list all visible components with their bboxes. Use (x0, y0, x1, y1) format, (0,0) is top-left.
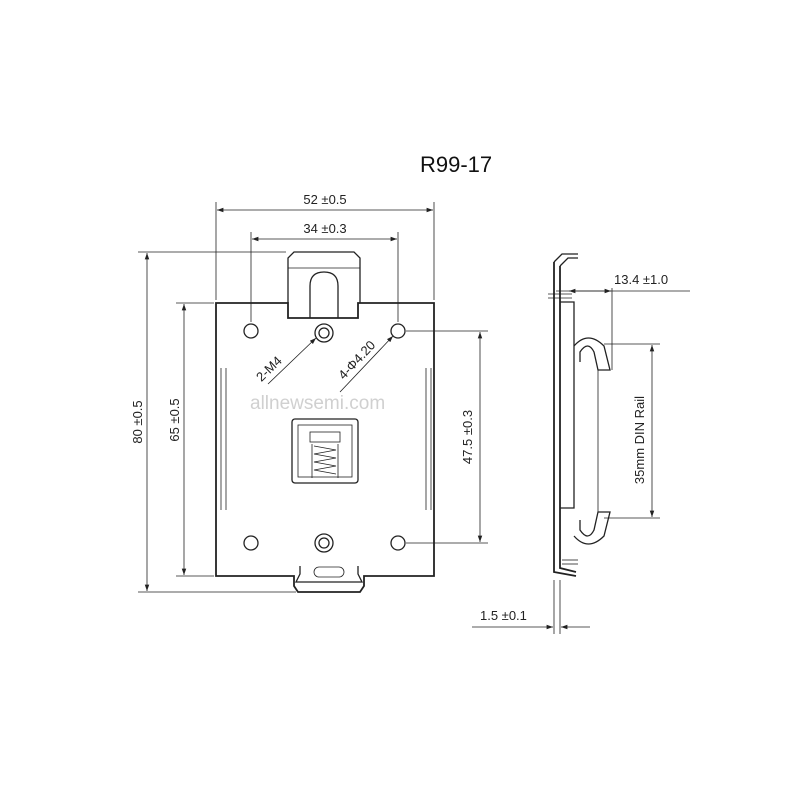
dim-side-depth: 13.4 ±1.0 (614, 272, 668, 287)
bottom-latch-slot (313, 566, 345, 578)
dim-holes: 4-Φ4.20 (335, 338, 378, 383)
dim-height-outer: 80 ±0.5 (130, 400, 145, 443)
drawing-title: R99-17 (420, 152, 492, 177)
watermark: allnewsemi.com (250, 393, 385, 414)
dim-thickness: 1.5 ±0.1 (480, 608, 527, 623)
dim-width-outer: 52 ±0.5 (303, 192, 346, 207)
thread-hole-bottom (314, 533, 334, 553)
front-view (215, 251, 435, 593)
side-dimensions: 13.4 ±1.0 35mm DIN Rail 1.5 ±0.1 (472, 272, 690, 634)
thread-hole-top (314, 323, 334, 343)
top-clip-slot (309, 271, 339, 318)
side-rail-hook-top (573, 337, 611, 371)
dim-thread: 2-M4 (253, 353, 285, 384)
dim-height-holes: 47.5 ±0.3 (460, 410, 475, 464)
side-rail-hook-bottom (573, 511, 611, 545)
mount-hole-tr (390, 323, 406, 339)
side-base-plate (553, 262, 577, 577)
spring-clip (291, 418, 359, 484)
side-top-hook (553, 253, 578, 267)
side-bracket (560, 301, 575, 509)
plate-outline (215, 302, 435, 593)
side-view (548, 253, 611, 577)
mount-hole-tl (243, 323, 259, 339)
mount-hole-bl (243, 535, 259, 551)
top-clip-tab (287, 251, 361, 303)
dim-din-rail: 35mm DIN Rail (632, 396, 647, 484)
bottom-latch (294, 566, 364, 583)
dim-width-holes: 34 ±0.3 (303, 221, 346, 236)
dim-height-plate: 65 ±0.5 (167, 398, 182, 441)
mount-hole-br (390, 535, 406, 551)
